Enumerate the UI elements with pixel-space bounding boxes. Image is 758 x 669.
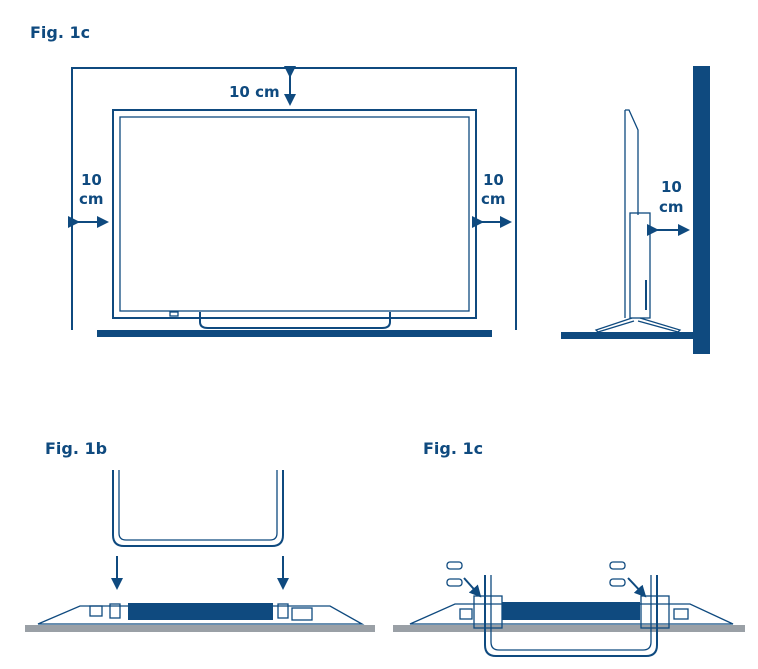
left-clearance-unit: cm (79, 190, 104, 208)
clearance-frame (71, 67, 517, 330)
shelf (97, 330, 492, 337)
down-arrows (111, 556, 289, 590)
top-clearance-label: 10 cm (229, 83, 280, 101)
wall-clearance-value: 10 (661, 178, 682, 196)
tv-side (594, 109, 682, 333)
fig-label-top: Fig. 1c (30, 23, 90, 42)
fig-label-1b: Fig. 1b (45, 439, 107, 458)
screw-icons (446, 561, 626, 587)
tv-front (112, 109, 477, 329)
right-clearance-unit: cm (481, 190, 506, 208)
screw-arrows (463, 577, 647, 598)
fig-label-1c-bottom: Fig. 1c (423, 439, 483, 458)
stand-u-shape (112, 470, 284, 547)
mount-highlight-boxes (473, 595, 670, 629)
tv-lying-1c (409, 602, 734, 625)
stand-u-shape-attached (484, 575, 658, 657)
right-clearance-value: 10 (483, 171, 504, 189)
surface-1b (25, 625, 375, 632)
wall (693, 66, 710, 354)
left-clearance-value: 10 (81, 171, 102, 189)
wall-clearance-unit: cm (659, 198, 684, 216)
surface-1c (393, 625, 745, 632)
tv-lying-1b (37, 603, 365, 625)
floor (561, 332, 701, 339)
